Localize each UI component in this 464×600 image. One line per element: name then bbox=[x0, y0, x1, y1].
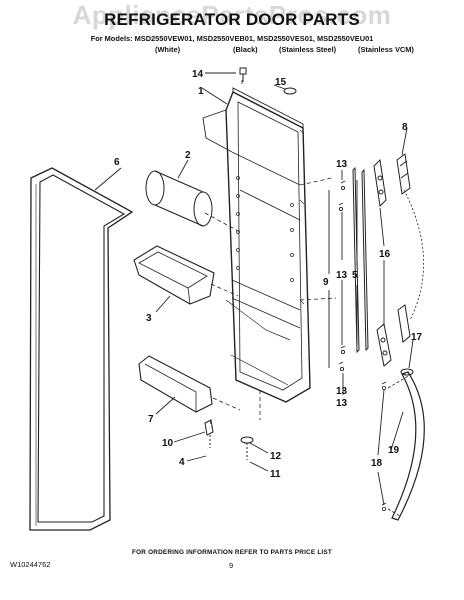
document-id: W10244762 bbox=[10, 560, 51, 569]
variant-row: (White) (Black) (Stainless Steel) (Stain… bbox=[150, 45, 420, 55]
upper-hinge bbox=[396, 153, 411, 195]
handle-rail bbox=[352, 166, 369, 354]
callout-15: 15 bbox=[275, 77, 287, 88]
callout-13-a: 13 bbox=[336, 159, 348, 170]
top-plug bbox=[283, 87, 297, 95]
door-bin-small bbox=[133, 245, 215, 305]
mounting-screws bbox=[338, 180, 346, 372]
handle-bracket-lower bbox=[376, 323, 392, 367]
callout-14: 14 bbox=[192, 69, 204, 80]
variant-stainless: (Stainless Steel) bbox=[279, 45, 337, 54]
lower-handle bbox=[391, 368, 425, 521]
callout-4: 4 bbox=[179, 457, 185, 468]
callout-3: 3 bbox=[146, 313, 152, 324]
callout-10: 10 bbox=[162, 438, 174, 449]
watermark-text: AppliancePartsPros.com bbox=[72, 0, 392, 30]
leader-lines bbox=[94, 72, 414, 506]
callout-18: 18 bbox=[371, 458, 383, 469]
ordering-note: FOR ORDERING INFORMATION REFER TO PARTS … bbox=[132, 549, 332, 556]
callout-1: 1 bbox=[198, 86, 204, 97]
lower-cam bbox=[240, 436, 254, 460]
variant-stainless-vcm: (Stainless VCM) bbox=[358, 45, 414, 54]
variant-white: (White) bbox=[155, 45, 181, 54]
lower-hinge-pin bbox=[204, 419, 214, 448]
callout-9: 9 bbox=[323, 277, 329, 288]
variant-black: (Black) bbox=[233, 45, 258, 54]
callout-11: 11 bbox=[270, 469, 281, 480]
door-liner bbox=[202, 87, 311, 403]
dispenser-cover bbox=[145, 170, 213, 227]
page-title: REFRIGERATOR DOOR PARTS bbox=[104, 10, 360, 29]
callout-12: 12 bbox=[270, 451, 282, 462]
callout-16: 16 bbox=[379, 249, 391, 260]
callout-19: 19 bbox=[388, 445, 400, 456]
door-gasket bbox=[29, 167, 134, 531]
handle-dashed bbox=[403, 189, 424, 321]
top-screw bbox=[239, 67, 247, 82]
callout-13-c: 13 bbox=[336, 398, 348, 409]
callout-labels: 14 15 1 2 6 8 13 13 16 3 9 5 13 17 7 13 … bbox=[114, 69, 423, 480]
callout-8: 8 bbox=[402, 122, 408, 133]
callout-6: 6 bbox=[114, 157, 120, 168]
handle-bracket-upper bbox=[373, 158, 387, 208]
callout-7: 7 bbox=[148, 414, 154, 425]
callout-13-b: 13 bbox=[336, 270, 348, 281]
model-list: For Models: MSD2550VEW01, MSD2550VEB01, … bbox=[90, 34, 374, 43]
lower-hinge-plate bbox=[397, 304, 411, 343]
callout-2: 2 bbox=[185, 150, 191, 161]
callout-13-d: 13 bbox=[336, 386, 348, 397]
callout-17: 17 bbox=[411, 332, 423, 343]
door-shelf bbox=[138, 355, 213, 413]
callout-5: 5 bbox=[352, 270, 358, 281]
page-number: 9 bbox=[229, 561, 234, 570]
